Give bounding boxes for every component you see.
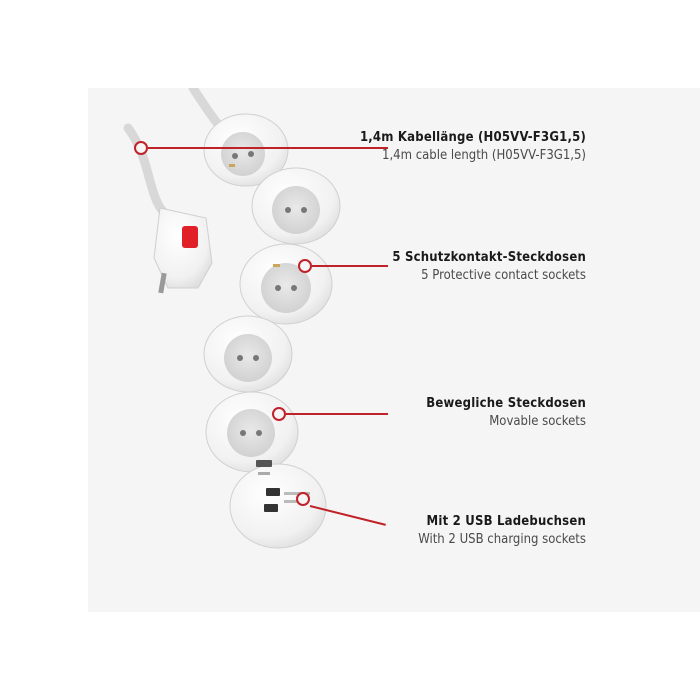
callout-primary-text: Bewegliche Steckdosen [426,396,586,411]
socket-column [203,113,341,549]
plug-with-switch [153,207,213,294]
callout-cable-length: 1,4m Kabellänge (H05VV-F3G1,5) 1,4m cabl… [360,130,586,163]
schuko-socket-icon [221,132,265,176]
callout-usb-charging: Mit 2 USB Ladebuchsen With 2 USB chargin… [418,514,586,547]
callout-dot-movable [272,407,286,421]
callout-secondary-text: 1,4m cable length (H05VV-F3G1,5) [382,148,586,163]
callout-secondary-text: With 2 USB charging sockets [418,532,586,547]
schuko-socket-icon [272,186,320,234]
schuko-socket-icon [224,334,272,382]
callout-protective-sockets: 5 Schutzkontakt-Steckdosen 5 Protective … [392,250,586,283]
callout-line-cable [148,147,388,149]
power-strip-illustration [123,88,341,549]
callout-primary-text: 1,4m Kabellänge (H05VV-F3G1,5) [359,130,586,145]
callout-movable-sockets: Bewegliche Steckdosen Movable sockets [426,396,586,429]
callout-secondary-text: 5 Protective contact sockets [421,268,586,283]
schuko-socket-icon [227,409,275,457]
callout-line-sockets [312,265,388,267]
callout-line-movable [286,413,388,415]
usb-port-icon [256,460,310,512]
callout-secondary-text: Movable sockets [489,414,586,429]
product-image-stage: 1,4m Kabellänge (H05VV-F3G1,5) 1,4m cabl… [88,88,700,612]
callout-primary-text: 5 Schutzkontakt-Steckdosen [392,250,586,265]
callout-dot-usb [296,492,310,506]
plug-icon [158,272,167,294]
power-switch-icon [182,226,198,248]
schuko-socket-icon [261,263,311,313]
callout-primary-text: Mit 2 USB Ladebuchsen [426,514,586,529]
callout-dot-cable [134,141,148,155]
callout-dot-sockets [298,259,312,273]
